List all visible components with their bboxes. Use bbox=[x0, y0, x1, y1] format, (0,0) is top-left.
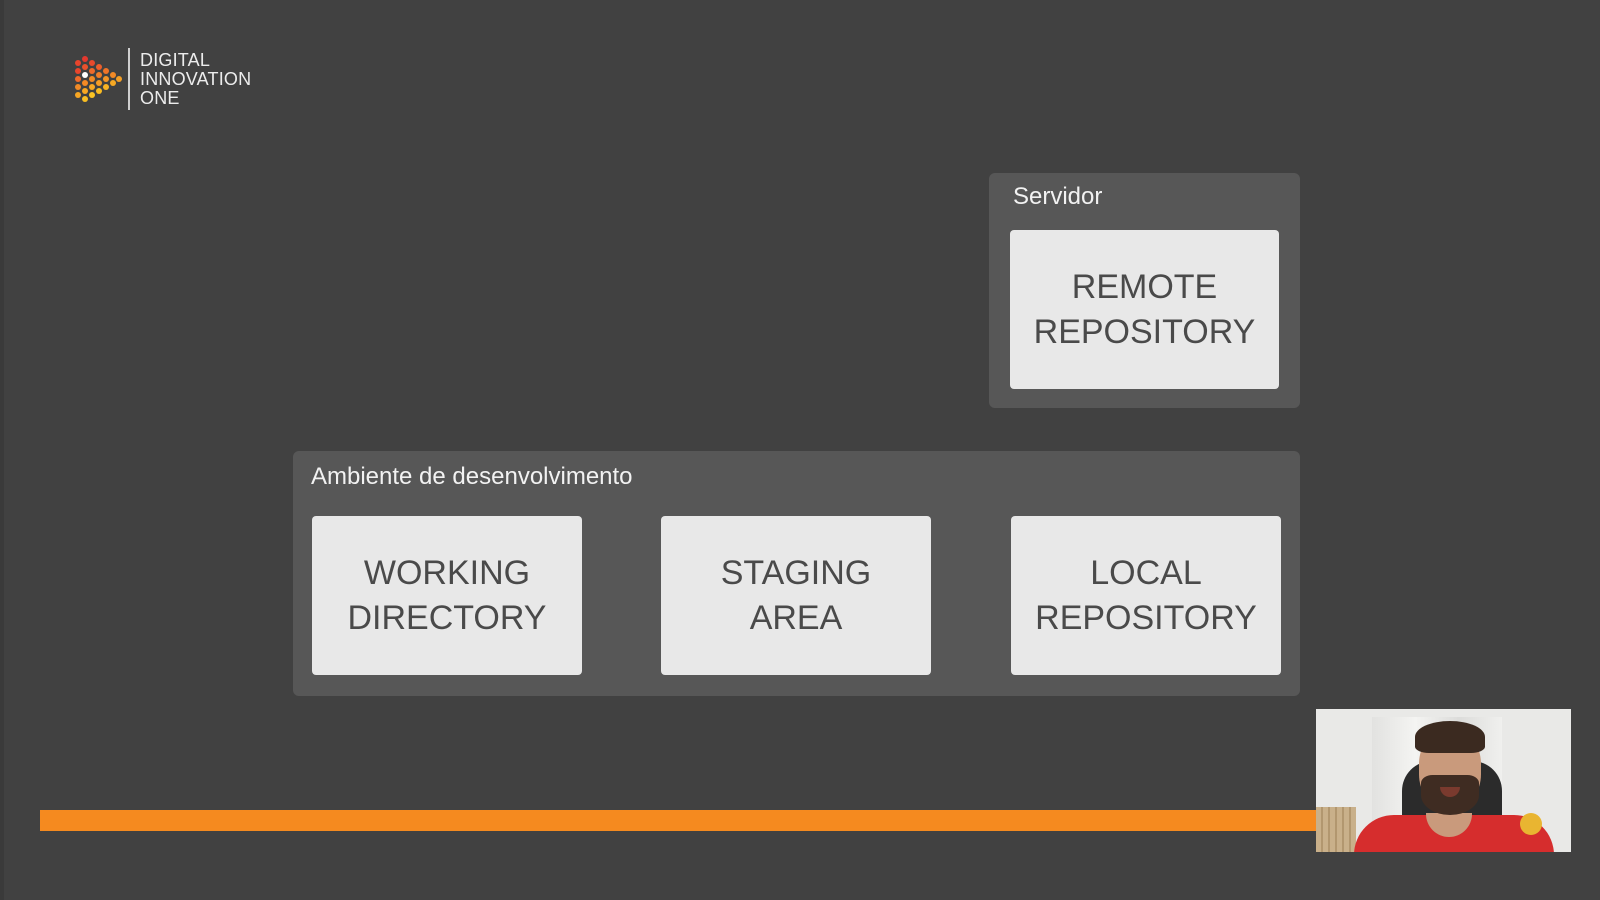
presenter-mouth bbox=[1440, 787, 1460, 797]
logo-line-3: ONE bbox=[140, 87, 180, 108]
logo-line-1: DIGITAL bbox=[140, 49, 211, 70]
progress-fill bbox=[40, 810, 1316, 831]
hexagon-play-icon bbox=[75, 56, 122, 102]
left-edge bbox=[0, 0, 4, 900]
staging-area-line-1: STAGING bbox=[720, 553, 872, 592]
remote-repository-line-2: REPOSITORY bbox=[1033, 312, 1256, 351]
server-group: Servidor REMOTE REPOSITORY bbox=[989, 173, 1300, 408]
staging-area-box: STAGING AREA bbox=[661, 516, 931, 675]
local-repository-box: LOCAL REPOSITORY bbox=[1011, 516, 1281, 675]
dev-environment-group: Ambiente de desenvolvimento WORKING DIRE… bbox=[293, 451, 1300, 696]
working-directory-line-2: DIRECTORY bbox=[347, 598, 547, 637]
logo-divider bbox=[128, 48, 130, 110]
logo-line-2: INNOVATION bbox=[140, 68, 252, 89]
dev-environment-label: Ambiente de desenvolvimento bbox=[311, 463, 633, 490]
logo: DIGITAL INNOVATION ONE bbox=[72, 48, 251, 110]
working-directory-line-1: WORKING bbox=[363, 553, 531, 592]
sticker bbox=[1520, 813, 1542, 835]
progress-bar[interactable] bbox=[40, 810, 1316, 831]
local-repository-line-2: REPOSITORY bbox=[1035, 598, 1257, 637]
server-group-label: Servidor bbox=[1013, 183, 1103, 210]
remote-repository-box: REMOTE REPOSITORY bbox=[1010, 230, 1279, 389]
remote-repository-line-1: REMOTE bbox=[1071, 267, 1218, 306]
radiator bbox=[1316, 807, 1356, 852]
local-repository-line-1: LOCAL bbox=[1090, 553, 1202, 592]
webcam-overlay bbox=[1316, 709, 1571, 852]
presenter-hair bbox=[1415, 721, 1485, 753]
staging-area-line-2: AREA bbox=[749, 598, 843, 637]
working-directory-box: WORKING DIRECTORY bbox=[312, 516, 582, 675]
logo-text: DIGITAL INNOVATION ONE bbox=[140, 49, 252, 108]
